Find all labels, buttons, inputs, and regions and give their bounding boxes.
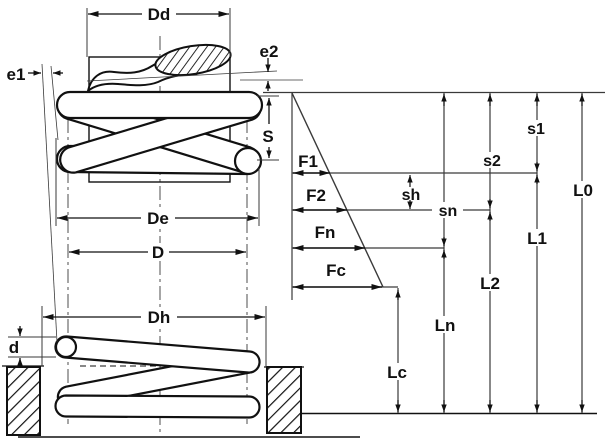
top-spring-view — [55, 43, 264, 183]
label-S: S — [262, 127, 273, 146]
label-d: d — [9, 338, 19, 357]
label-F2: F2 — [306, 186, 326, 205]
dimension-arrows — [17, 11, 272, 367]
label-sh: sh — [402, 187, 421, 204]
label-De: De — [147, 209, 169, 228]
label-e1: e1 — [7, 65, 26, 84]
label-e2: e2 — [260, 42, 279, 61]
wire-section-d — [54, 335, 78, 359]
label-s1: s1 — [527, 121, 545, 138]
label-s2: s2 — [483, 153, 501, 170]
spring-rate-line — [291, 92, 384, 288]
bottom-spring-view — [2, 335, 360, 438]
label-Dd: Dd — [148, 5, 171, 24]
label-L0: L0 — [573, 181, 593, 200]
label-sn: sn — [439, 203, 458, 220]
left-seat-block — [6, 366, 41, 436]
label-L2: L2 — [480, 274, 500, 293]
end-coil-section — [154, 43, 232, 77]
label-Fn: Fn — [315, 223, 336, 242]
label-Ln: Ln — [435, 316, 456, 335]
label-Lc: Lc — [387, 363, 407, 382]
label-L1: L1 — [527, 229, 547, 248]
load-deflection-diagram — [263, 91, 605, 415]
label-Dh: Dh — [148, 308, 171, 327]
labels: Dd e2 e1 S De D Dh d F1 F2 Fn Fc sh sn s… — [7, 5, 593, 382]
wire-end-section — [233, 146, 263, 176]
extension-lines — [8, 8, 303, 367]
label-D: D — [152, 243, 164, 262]
diagram-arrows — [293, 94, 585, 412]
coil-bands — [55, 90, 264, 176]
label-Fc: Fc — [326, 261, 346, 280]
right-seat-block — [266, 366, 302, 434]
label-backgrounds — [141, 4, 598, 380]
label-F1: F1 — [298, 152, 318, 171]
